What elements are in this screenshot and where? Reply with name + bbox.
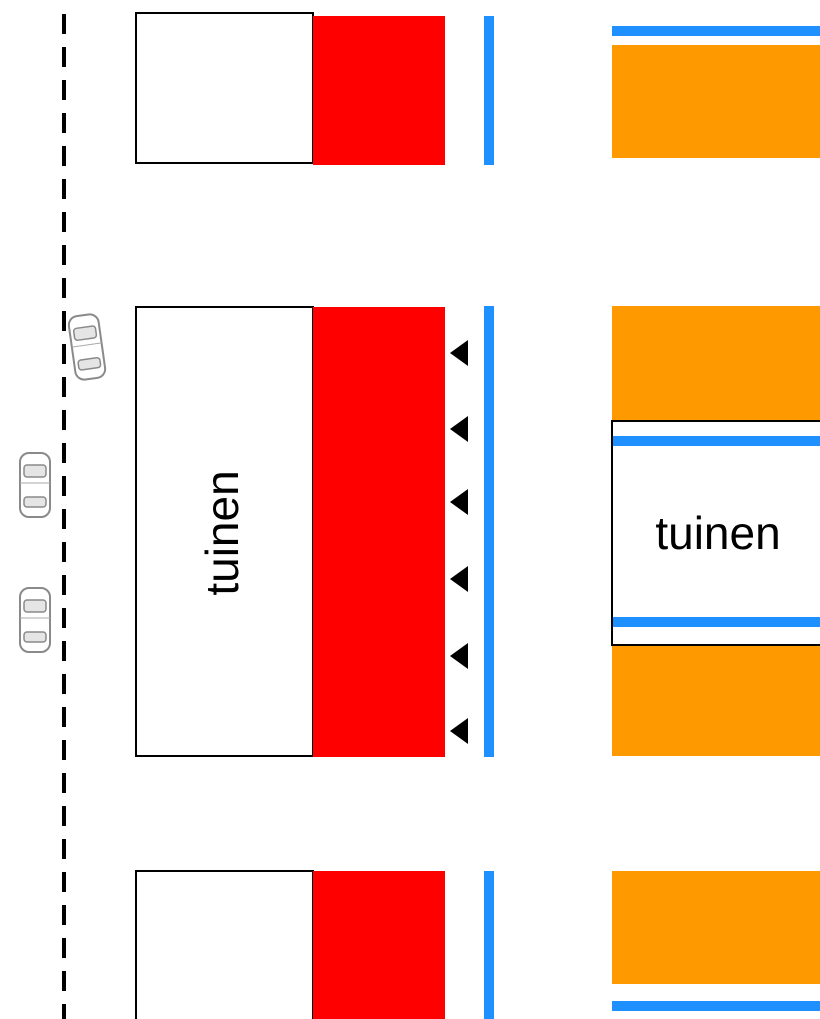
orange-block-bottom bbox=[612, 871, 820, 984]
blue-line-top bbox=[484, 16, 494, 165]
orange-block-top bbox=[612, 45, 820, 158]
blue-line-middle bbox=[484, 306, 494, 757]
blue-strip-bottom-right bbox=[612, 1001, 820, 1011]
car-top-view-icon bbox=[19, 587, 51, 653]
garden-block-bottom bbox=[135, 870, 314, 1019]
garden-block-right bbox=[611, 420, 820, 646]
triangle-left-icon bbox=[450, 416, 468, 442]
triangle-left-icon bbox=[450, 566, 468, 592]
garden-label-right: tuinen bbox=[655, 507, 780, 559]
blue-strip-top-right bbox=[612, 26, 820, 36]
garden-block-top bbox=[135, 12, 314, 164]
red-zone-middle bbox=[313, 307, 445, 757]
triangle-left-icon bbox=[450, 643, 468, 669]
red-zone-top bbox=[313, 16, 445, 165]
blue-strip-garden-top bbox=[613, 436, 820, 446]
garden-label-left: tuinen bbox=[196, 470, 248, 595]
triangle-left-icon bbox=[450, 340, 468, 366]
car-top-view-icon bbox=[67, 313, 107, 381]
orange-block-middle-upper bbox=[612, 306, 820, 422]
red-zone-bottom bbox=[313, 871, 445, 1019]
orange-block-middle-lower bbox=[612, 646, 820, 756]
blue-strip-garden-bottom bbox=[613, 617, 820, 627]
garden-block-middle bbox=[135, 306, 314, 757]
blue-line-bottom bbox=[484, 871, 494, 1019]
car-top-view-icon bbox=[19, 452, 51, 518]
triangle-left-icon bbox=[450, 718, 468, 744]
triangle-left-icon bbox=[450, 489, 468, 515]
